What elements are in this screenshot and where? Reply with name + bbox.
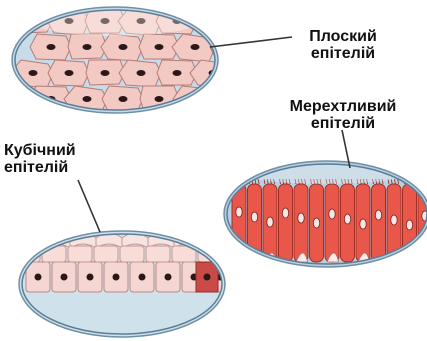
basal-cell xyxy=(420,253,427,262)
ciliated-cell-nucleus xyxy=(360,219,366,229)
cubic-cell-row xyxy=(68,246,92,262)
flat-cell-nucleus xyxy=(119,44,128,50)
flat-cell-nucleus xyxy=(191,96,200,102)
flat-cell-nucleus xyxy=(65,70,74,76)
cilia-label-line2: епітелій xyxy=(268,115,418,132)
flat-cell-nucleus xyxy=(191,44,200,50)
flat-cell-nucleus xyxy=(137,70,146,76)
cilium xyxy=(239,179,240,184)
flat-cell-nucleus xyxy=(119,96,128,102)
ciliated-epithelium-label: Мерехтливий епітелій xyxy=(268,98,418,132)
cilium xyxy=(233,179,234,184)
cubic-epithelium-illustration xyxy=(16,231,252,337)
cubic-cell-nucleus xyxy=(139,274,146,281)
basal-cell xyxy=(234,253,246,262)
flat-cell-nucleus xyxy=(155,96,164,102)
cubic-cell-row xyxy=(120,246,144,262)
cubic-cell-top xyxy=(18,233,44,248)
ciliated-cell-nucleus xyxy=(313,218,319,228)
ciliated-cell xyxy=(372,184,386,262)
cubic-leader-line xyxy=(78,180,100,232)
flat-cell-nucleus xyxy=(209,18,218,24)
ciliated-cell-nucleus xyxy=(375,210,381,220)
cubic-cell-row xyxy=(224,246,248,262)
cilium xyxy=(425,179,426,184)
ciliated-epithelium-illustration xyxy=(224,156,427,267)
cilium xyxy=(422,179,423,184)
flat-label-line1: Плоский xyxy=(288,28,398,45)
ciliated-cell xyxy=(279,184,293,262)
cubic-cell-nucleus xyxy=(113,274,120,281)
ciliated-cell-nucleus xyxy=(391,215,397,225)
cilium xyxy=(236,179,237,184)
flat-cell-nucleus xyxy=(29,18,38,24)
ciliated-cell-nucleus xyxy=(406,220,412,230)
cubic-label-line2: епітелій xyxy=(4,159,104,176)
cubic-cell-nucleus xyxy=(87,274,94,281)
cubic-cell-nucleus xyxy=(35,274,42,281)
ciliated-cell-layer xyxy=(232,156,427,262)
flat-cell-nucleus xyxy=(47,44,56,50)
cilia-label-line1: Мерехтливий xyxy=(268,98,418,115)
flat-leader-line xyxy=(210,37,292,47)
cilium xyxy=(413,179,414,184)
ciliated-cell-nucleus xyxy=(344,214,350,224)
cubic-epithelium-label: Кубічний епітелій xyxy=(4,142,104,176)
flat-epithelium-illustration xyxy=(10,0,251,114)
cilia-dish-sheen xyxy=(235,156,419,184)
ciliated-cell xyxy=(325,184,339,262)
cubic-cell-nucleus xyxy=(204,274,211,281)
flat-cell-nucleus xyxy=(83,96,92,102)
ciliated-cell-nucleus xyxy=(282,208,288,218)
cubic-cell-row xyxy=(146,246,170,262)
ciliated-cell-nucleus xyxy=(251,212,257,222)
cubic-cell-row xyxy=(94,246,118,262)
cubic-cell-top xyxy=(200,233,226,248)
flat-cell-nucleus xyxy=(83,44,92,50)
flat-label-line2: епітелій xyxy=(288,45,398,62)
flat-cell-nucleus xyxy=(29,70,38,76)
ciliated-cell-nucleus xyxy=(298,213,304,223)
ciliated-cell-nucleus xyxy=(267,217,273,227)
cubic-cell-nucleus xyxy=(61,274,68,281)
flat-cell-nucleus xyxy=(173,70,182,76)
cubic-cell-nucleus xyxy=(165,274,172,281)
cubic-label-line1: Кубічний xyxy=(4,142,104,159)
flat-cell-nucleus xyxy=(155,44,164,50)
flat-cell-nucleus xyxy=(101,70,110,76)
flat-epithelium-label: Плоский епітелій xyxy=(288,28,398,62)
flat-cell xyxy=(211,86,251,111)
ciliated-cell-nucleus xyxy=(329,209,335,219)
ciliated-cell-nucleus xyxy=(236,207,242,217)
cilium xyxy=(419,179,420,184)
flat-cell-nucleus xyxy=(227,96,236,102)
